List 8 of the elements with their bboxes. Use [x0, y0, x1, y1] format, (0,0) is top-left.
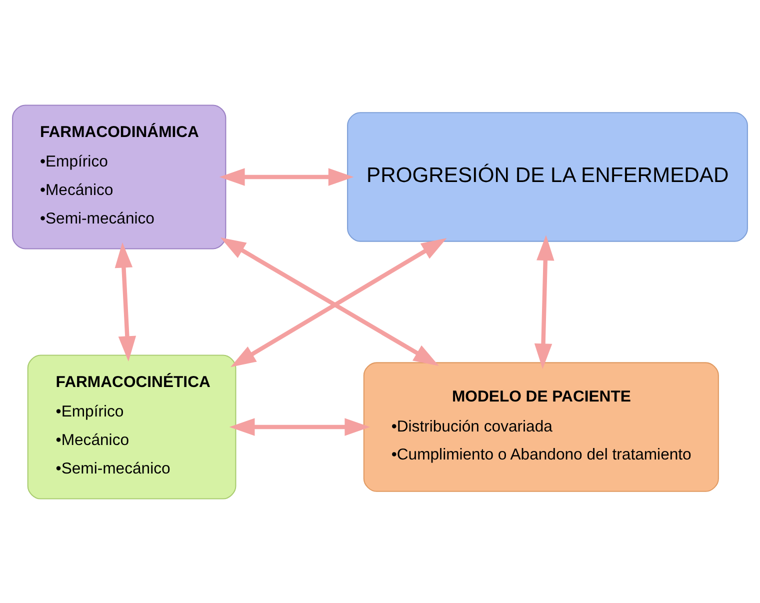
arrow: [229, 418, 370, 436]
node-box: FARMACOCINÉTICA •Empírico •Mecánico •Semi-mecánico: [27, 354, 236, 499]
arrow: [219, 168, 354, 186]
arrow: [534, 234, 554, 368]
node-box: FARMACODINÁMICA •Empírico •Mecánico •Semi-mecánico: [12, 104, 226, 249]
arrow: [114, 242, 136, 362]
node-box: PROGRESIÓN DE LA ENFERMEDAD: [347, 112, 748, 242]
node-box: MODELO DE PACIENTE •Distribución covariada •Cumplimiento o Abandono del tratamiento: [363, 362, 719, 492]
